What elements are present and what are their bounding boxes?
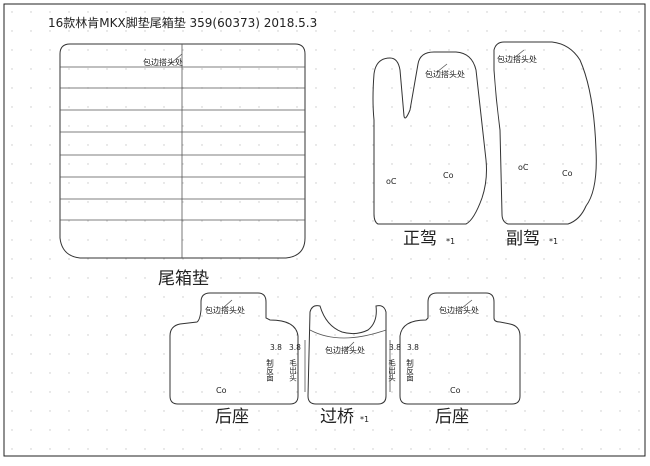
bridge-mat-label: 过桥 [320, 407, 354, 427]
rear-right-mat-label: 后座 [435, 407, 469, 427]
rear-left-mat-label: 后座 [215, 407, 249, 427]
fold-note-out: 毛出头 [387, 358, 396, 383]
grommet-icon: Co [216, 386, 227, 395]
driver-mat[interactable]: 包边搭头处 oC Co [372, 51, 487, 225]
bridge-mat[interactable]: 包边搭头处 [304, 305, 391, 405]
bridge-mat-qty: *1 [360, 415, 369, 424]
grommet-icon: Co [450, 386, 461, 395]
binding-note: 包边搭头处 [143, 57, 183, 67]
rear-right-mat[interactable]: 包边搭头处 3.8 3.8 毛出头 制反面 Co [387, 292, 521, 405]
grommet-icon: Co [443, 171, 454, 180]
fold-size: 3.8 [270, 343, 282, 352]
fold-note-out: 毛出头 [288, 358, 297, 383]
grommet-icon: Co [562, 169, 573, 178]
page-title: 16款林肯MKX脚垫尾箱垫 359(60373) 2018.5.3 [48, 15, 317, 30]
fold-size: 3.8 [389, 343, 401, 352]
sheet-border [3, 3, 646, 457]
grommet-icon: oC [518, 163, 529, 172]
driver-mat-qty: *1 [446, 237, 455, 246]
passenger-mat[interactable]: 包边搭头处 oC Co [493, 41, 597, 225]
binding-note: 包边搭头处 [205, 305, 245, 315]
trunk-mat[interactable]: 包边搭头处 [59, 43, 306, 259]
binding-note: 包边搭头处 [497, 54, 537, 64]
binding-note: 包边搭头处 [325, 345, 365, 355]
fold-size: 3.8 [289, 343, 301, 352]
rear-left-mat[interactable]: 包边搭头处 3.8 3.8 制反面 毛出头 Co [169, 292, 301, 405]
grommet-icon: oC [386, 177, 397, 186]
dot-grid [11, 11, 640, 450]
binding-note: 包边搭头处 [425, 69, 465, 79]
binding-note: 包边搭头处 [439, 305, 479, 315]
trunk-mat-label: 尾箱垫 [158, 269, 209, 289]
fold-size: 3.8 [407, 343, 419, 352]
passenger-mat-label: 副驾 [506, 229, 540, 249]
fold-note-reverse: 制反面 [405, 358, 414, 383]
fold-note-reverse: 制反面 [265, 358, 274, 383]
passenger-mat-qty: *1 [549, 237, 558, 246]
driver-mat-label: 正驾 [403, 229, 437, 249]
